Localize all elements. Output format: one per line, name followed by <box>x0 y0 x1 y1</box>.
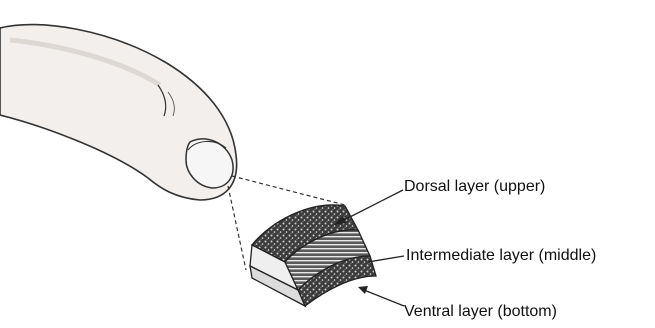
ventral-arrowhead <box>358 286 368 294</box>
ventral-layer-label: Ventral layer (bottom) <box>404 303 557 321</box>
dorsal-arrow <box>340 190 403 222</box>
ventral-arrow <box>364 290 404 306</box>
intermediate-arrow <box>368 256 404 262</box>
intermediate-layer-label: Intermediate layer (middle) <box>406 247 596 265</box>
dorsal-layer-label: Dorsal layer (upper) <box>404 178 545 196</box>
nail-plate-block <box>250 205 376 306</box>
finger <box>0 25 237 200</box>
